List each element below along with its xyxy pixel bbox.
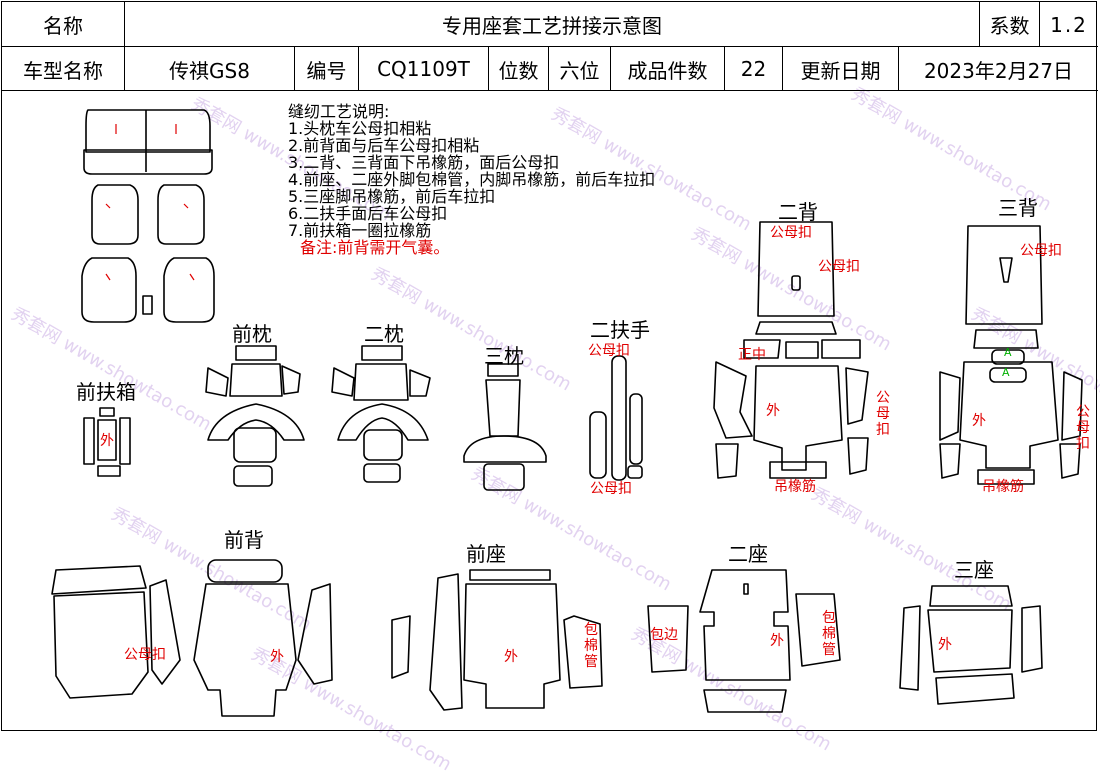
label-a-lower: A: [1002, 366, 1010, 379]
note-4: 4.前座、二座外脚包棉管，内脚吊橡筋，前后车拉扣: [288, 170, 656, 189]
label-velcro-second-back-top: 公母扣: [770, 225, 812, 241]
third-seat-pattern: [899, 585, 1043, 705]
coef-value: 1.2: [1050, 12, 1088, 37]
section-title-second-seat: 二座: [728, 542, 768, 566]
label-elastic-third-back: 吊橡筋: [982, 479, 1024, 495]
header-divider: [2, 46, 1098, 47]
section-title-third-seat: 三座: [954, 558, 994, 582]
section-title-second-headrest: 二枕: [364, 322, 404, 346]
label-outer-front-seat: 外: [504, 649, 518, 665]
label-outer-second-seat: 外: [770, 633, 784, 649]
section-title-front-headrest: 前枕: [232, 322, 272, 346]
drawing-title: 专用座套工艺拼接示意图: [125, 2, 980, 47]
front-headrest-pattern: [205, 345, 305, 487]
label-velcro-third-back-top: 公母扣: [1020, 243, 1062, 259]
label-piping-front-seat: 包棉管: [584, 622, 598, 670]
label-velcro-front-back: 公母扣: [124, 647, 166, 663]
label-outer-third-back: 外: [972, 413, 986, 429]
model-label: 车型名称: [2, 47, 125, 91]
note-3: 3.二背、三背面下吊橡筋，面后公母扣: [288, 153, 560, 172]
front-armbox-pattern: [83, 407, 131, 477]
section-title-front-back: 前背: [224, 528, 264, 552]
notes-heading: 缝纫工艺说明:: [288, 102, 390, 121]
pieces-label: 成品件数: [611, 47, 725, 91]
name-label: 名称: [2, 2, 125, 47]
note-5: 5.三座脚吊橡筋，前后车拉扣: [288, 187, 496, 206]
section-title-front-seat: 前座: [466, 542, 506, 566]
note-6: 6.二扶手面后车公母扣: [288, 204, 448, 223]
seats-label: 位数: [489, 47, 549, 91]
note-1: 1.头枕车公母扣相粘: [288, 119, 432, 138]
coef-label: 系数: [980, 2, 1040, 47]
date-label: 更新日期: [783, 47, 899, 91]
section-title-second-back: 二背: [778, 200, 818, 224]
seats-value: 六位: [549, 47, 611, 91]
date-value: 2023年2月27日: [923, 58, 1074, 83]
label-piping-second-seat: 包棉管: [822, 610, 836, 658]
label-velcro-second-back-side: 公母扣: [876, 390, 890, 438]
third-headrest-pattern: [463, 363, 547, 491]
label-velcro-third-back-side: 公母扣: [1076, 404, 1090, 452]
notes-remark: 备注:前背需开气囊。: [300, 238, 450, 257]
note-2: 2.前背面与后车公母扣相粘: [288, 136, 480, 155]
section-title-front-armbox: 前扶箱: [76, 380, 136, 404]
second-armrest-pattern: [589, 355, 643, 481]
label-elastic-second-back: 吊橡筋: [774, 479, 816, 495]
label-edge-second-seat: 包边: [650, 627, 678, 643]
red-marks: [105, 124, 195, 281]
label-outer-armbox: 外: [100, 433, 114, 449]
label-outer-second-back: 外: [766, 403, 780, 419]
model-value: 传祺GS8: [125, 47, 295, 91]
pattern-drawings: [51, 109, 1083, 717]
note-7: 7.前扶箱一圈拉橡筋: [288, 221, 432, 240]
second-headrest-pattern: [331, 345, 431, 483]
section-title-third-back: 三背: [998, 196, 1038, 220]
second-seat-pattern: [647, 569, 841, 713]
drawing-frame: 名称 专用座套工艺拼接示意图 系数 1.2 车型名称 传祺GS8 编号 CQ11…: [1, 1, 1098, 731]
front-seat-pattern: [391, 569, 603, 711]
label-center-second-back: 正中: [738, 347, 766, 363]
sewing-notes: 缝纫工艺说明: 1.头枕车公母扣相粘 2.前背面与后车公母扣相粘 3.二背、三背…: [288, 103, 655, 256]
pieces-value: 22: [725, 47, 783, 91]
label-outer-third-seat: 外: [938, 637, 952, 653]
label-velcro-second-back-right: 公母扣: [818, 259, 860, 275]
front-back-pattern: [51, 559, 333, 717]
section-title-second-armrest: 二扶手: [590, 318, 650, 342]
section-title-third-headrest: 三枕: [484, 344, 524, 368]
label-velcro-armrest-top: 公母扣: [588, 343, 630, 359]
code-label: 编号: [295, 47, 359, 91]
label-velcro-armrest-bottom: 公母扣: [590, 481, 632, 497]
second-back-pattern: [713, 221, 869, 479]
label-a-upper: A: [1004, 346, 1012, 359]
overview-seats: [81, 109, 215, 323]
label-outer-front-back: 外: [270, 649, 284, 665]
code-value: CQ1109T: [359, 47, 489, 91]
header-bottom: [2, 90, 1098, 91]
third-back-pattern: [939, 225, 1083, 485]
